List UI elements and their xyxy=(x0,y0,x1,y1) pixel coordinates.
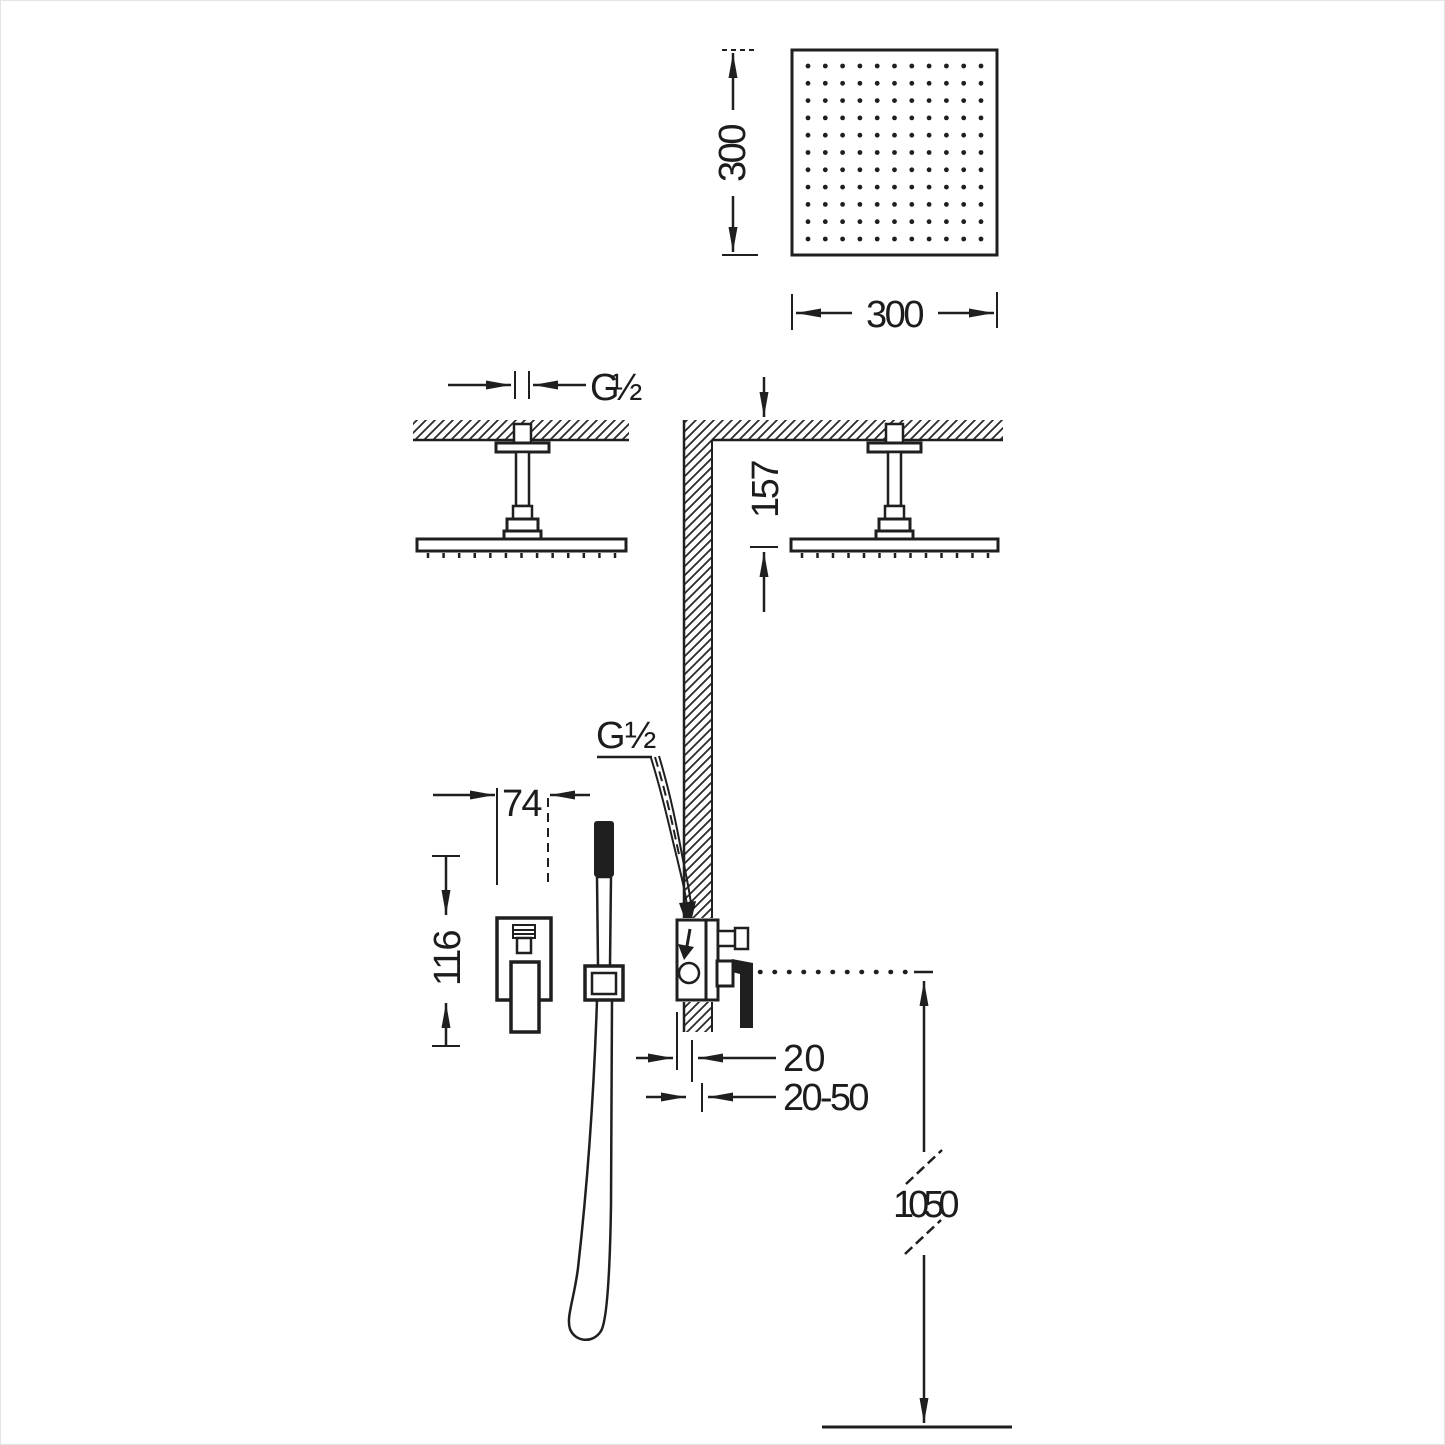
shower-plate-ticks-right xyxy=(800,553,990,558)
mixer-front-view xyxy=(495,916,553,1034)
dim-trim-height: 116 xyxy=(427,855,469,1047)
lever-pivot xyxy=(715,959,735,988)
outlet-stub-cap xyxy=(733,926,750,951)
dim-label-plaster-depth: 20 xyxy=(783,1038,825,1080)
dim-label-ceiling-offset: 157 xyxy=(745,460,787,518)
ceiling-flange xyxy=(494,441,551,454)
hand-shower xyxy=(567,821,625,1341)
dim-label-depth-range: 20-50 xyxy=(783,1077,869,1119)
shower-plate-ticks-left xyxy=(426,553,617,558)
supply-hose-line xyxy=(658,755,692,906)
ceiling-pipe-stub xyxy=(512,422,533,445)
shower-arm xyxy=(886,450,903,508)
hand-shower-head xyxy=(594,821,614,877)
dim-head-depth: 300 xyxy=(712,49,758,256)
dim-label-trim-height: 116 xyxy=(427,930,469,986)
dim-ceiling-offset: 157 xyxy=(745,377,787,612)
ceiling-flange xyxy=(866,441,923,454)
arm-ring xyxy=(511,504,534,521)
outlet-stub xyxy=(716,929,738,948)
mixer-body xyxy=(675,918,708,1002)
dim-trim-width: 74 xyxy=(433,783,590,885)
shower-hose xyxy=(567,999,614,1341)
ceiling-pipe-stub xyxy=(884,422,905,445)
shower-holder-inner xyxy=(590,971,618,996)
ceiling-shower-left xyxy=(415,422,628,558)
shower-plate xyxy=(415,537,628,553)
supply-hose-braid xyxy=(654,756,681,860)
lever-side xyxy=(732,959,753,1028)
shower-plate xyxy=(789,537,1000,553)
flow-arrow-head xyxy=(678,944,694,960)
cartridge-circle xyxy=(677,961,701,985)
dim-label-trim-width: 74 xyxy=(502,783,542,825)
ceiling-shower-right xyxy=(789,422,1000,558)
break-mark xyxy=(904,1219,942,1255)
dim-label-mounting-height: 1050 xyxy=(893,1184,959,1226)
break-mark xyxy=(905,1149,943,1185)
mixer-lever-front xyxy=(509,960,541,1034)
flow-arrow-shaft xyxy=(685,928,692,947)
dim-label-thread-valve: G ½ xyxy=(596,715,656,757)
dim-head-width: 300 xyxy=(791,292,998,336)
thread-callout-valve: G ½ xyxy=(596,715,696,931)
supply-hose-line xyxy=(650,757,688,908)
dim-depth-group: 20 20-50 xyxy=(636,1012,870,1119)
dim-mounting-height: 1050 xyxy=(757,969,1012,1429)
hose-outlet xyxy=(515,936,533,955)
dim-label-head-depth: 300 xyxy=(712,124,754,182)
dim-label-thread-top: G½ xyxy=(590,367,642,409)
hose-outlet-nipple xyxy=(512,924,536,939)
dim-thread-top: G½ xyxy=(448,367,643,409)
hand-shower-handle xyxy=(595,875,613,968)
mixer-side-view xyxy=(675,918,753,1028)
head-connector xyxy=(505,517,540,533)
dim-label-head-width: 300 xyxy=(866,294,924,336)
shower-arm xyxy=(514,450,531,508)
supply-arrowhead xyxy=(679,901,696,931)
rain-head-nozzles xyxy=(805,63,984,242)
head-connector xyxy=(877,517,912,533)
rain-head-face-view xyxy=(790,48,999,257)
arm-ring xyxy=(883,504,906,521)
